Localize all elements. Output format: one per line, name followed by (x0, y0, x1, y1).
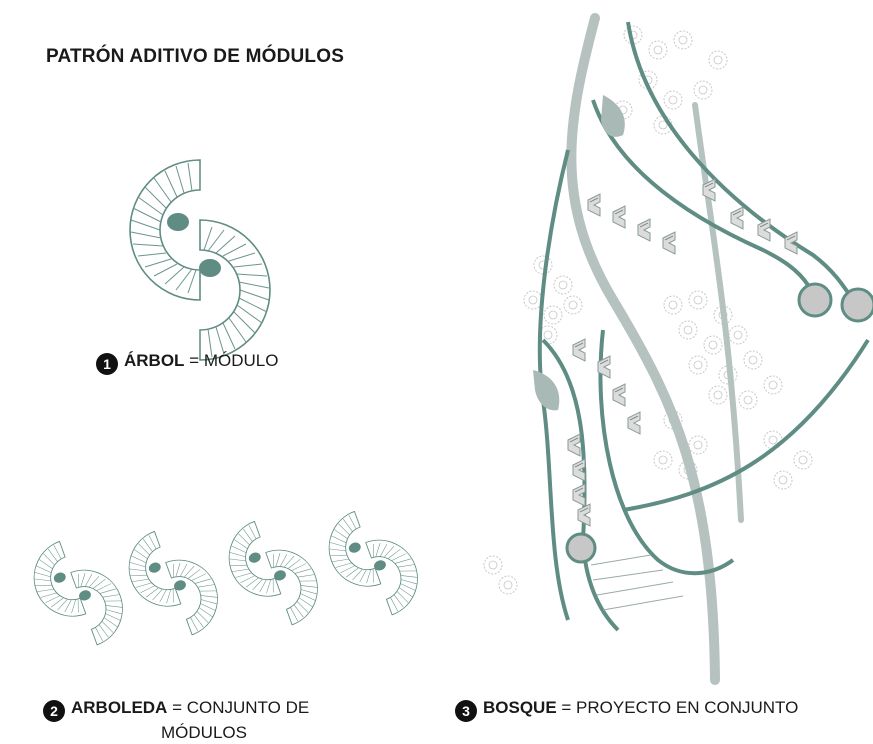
caption-arboleda-rest: = CONJUNTO DE (167, 698, 310, 717)
number-badge-3: 3 (455, 700, 477, 722)
tree-cluster (483, 25, 813, 595)
module-2 (118, 518, 228, 648)
caption-arboleda: 2 ARBOLEDA = CONJUNTO DE MÓDULOS (43, 697, 309, 744)
site-plan (483, 13, 873, 685)
caption-arbol-rest: = MÓDULO (184, 351, 279, 370)
caption-arbol-bold: ÁRBOL (124, 351, 185, 370)
module-diagram (129, 159, 271, 361)
module-4 (318, 498, 428, 628)
caption-arboleda-line2: MÓDULOS (161, 723, 247, 742)
number-badge-2: 2 (43, 700, 65, 722)
module-3 (218, 508, 328, 638)
caption-bosque-rest: = PROYECTO EN CONJUNTO (556, 698, 799, 717)
caption-bosque: 3 BOSQUE = PROYECTO EN CONJUNTO (455, 697, 798, 722)
number-badge-1: 1 (96, 353, 118, 375)
module-1 (23, 528, 133, 658)
caption-arbol: 1 ÁRBOL = MÓDULO (96, 350, 278, 375)
diagram-title: PATRÓN ADITIVO DE MÓDULOS (46, 46, 345, 67)
module-group-diagram (10, 490, 430, 670)
caption-bosque-bold: BOSQUE (483, 698, 557, 717)
caption-arboleda-bold: ARBOLEDA (71, 698, 168, 717)
